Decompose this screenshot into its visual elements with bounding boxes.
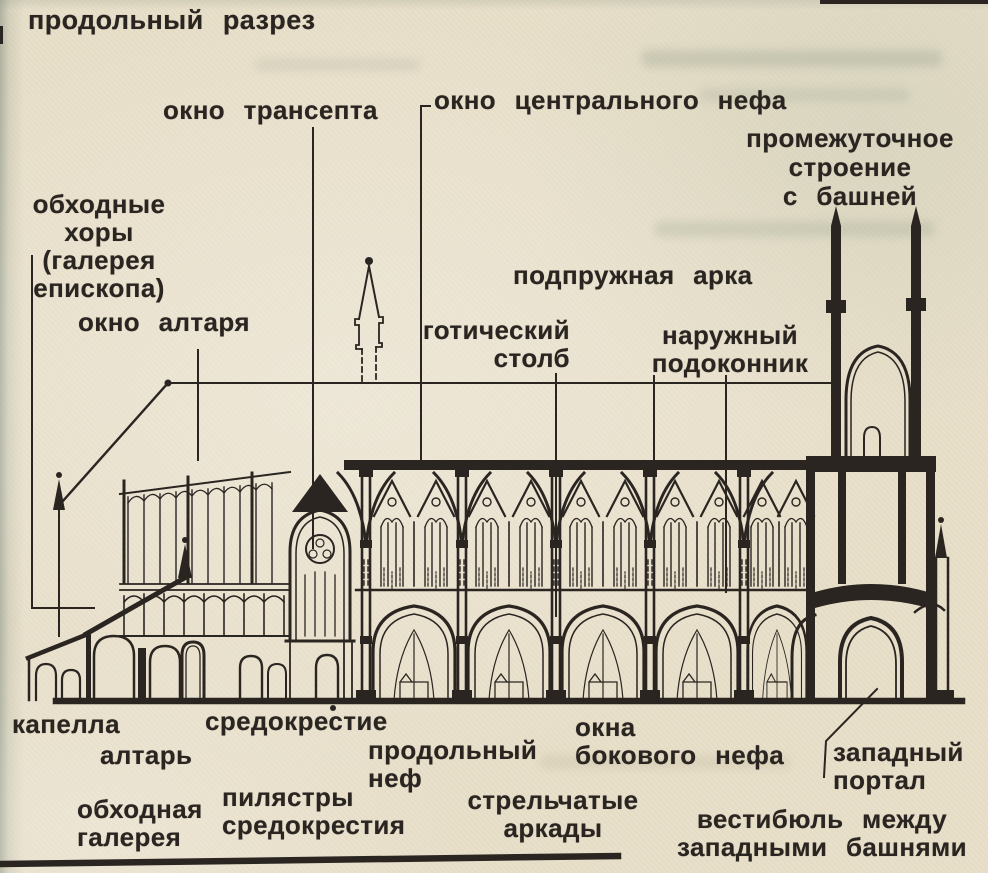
choir-gallery-arcade xyxy=(119,593,291,637)
label-ambulatory-choirs: обходные хоры (галерея епископа) xyxy=(32,189,166,303)
figure-title: продольный разрез xyxy=(28,5,316,35)
label-vestibule: вестибюль между западными башнями xyxy=(676,804,968,862)
label-crossing: средокрестие xyxy=(205,706,388,736)
leader-lines xyxy=(31,105,879,779)
label-altar-window: окно алтаря xyxy=(78,307,250,337)
choir-clerestory xyxy=(118,470,292,591)
eave-band xyxy=(344,460,810,470)
label-longitudinal-nave: продольный неф xyxy=(368,735,538,793)
nave-clerestory-windows xyxy=(372,479,816,590)
label-side-nave-windows: окна бокового нефа xyxy=(575,712,785,770)
label-intermediate-structure: промежуточное строение с башней xyxy=(746,123,954,211)
label-crossing-pilasters: пилястры средокрестия xyxy=(222,782,406,840)
label-outer-windowsill: наружный подоконник xyxy=(651,320,809,378)
label-pointed-arcades: стрельчатые аркады xyxy=(467,785,639,843)
label-chapel: капелла xyxy=(12,709,120,739)
fleche-spire xyxy=(354,257,384,383)
label-central-nave-window: окно центрального нефа xyxy=(434,85,787,115)
label-transept-window: окно трансепта xyxy=(163,95,378,125)
gallery-and-chapel xyxy=(25,472,192,702)
west-towers xyxy=(790,206,954,702)
aisle-arcade xyxy=(371,604,809,702)
label-supporting-arch: подпружная арка xyxy=(513,260,753,290)
choir-lower-level xyxy=(180,640,353,702)
label-west-portal: западный портал xyxy=(833,737,964,795)
roof-ridge-line xyxy=(60,379,833,504)
transept-window-drawing xyxy=(284,474,356,643)
label-ambulatory-gallery: обходная галерея xyxy=(77,794,203,852)
label-gothic-pillar: готический столб xyxy=(422,315,570,373)
label-altar: алтарь xyxy=(100,740,193,770)
